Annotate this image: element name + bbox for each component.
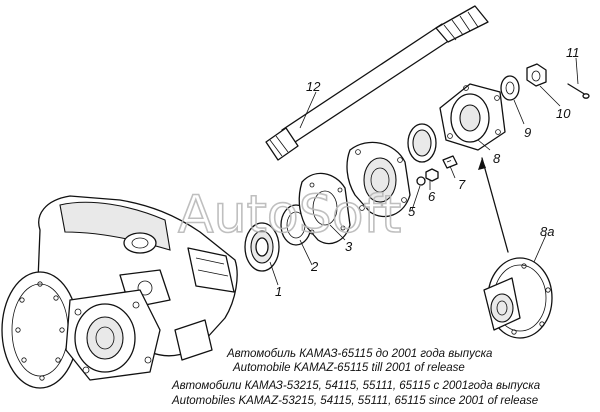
- callout-7: 7: [458, 177, 466, 192]
- callout-labels: 1 2 3 5 6 7 8 8a 9 10 11 12: [275, 45, 580, 299]
- part-8a-flange: [483, 257, 553, 339]
- callout-8a: 8a: [540, 224, 554, 239]
- callout-6: 6: [428, 189, 436, 204]
- callout-10: 10: [556, 106, 571, 121]
- callout-3: 3: [345, 239, 353, 254]
- part-6-nut: [425, 168, 439, 182]
- part-8-flange: [439, 83, 506, 151]
- part-10-castle-nut: [526, 63, 547, 87]
- caption-block: Автомобиль КАМАЗ-65115 до 2001 года выпу…: [171, 348, 540, 407]
- caption-line1-ru: Автомобиль КАМАЗ-65115 до 2001 года выпу…: [226, 348, 492, 360]
- caption-line1-en: Automobile KAMAZ-65115 till 2001 of rele…: [232, 362, 465, 374]
- caption-line2-en: Automobiles KAMAZ-53215, 54115, 55111, 6…: [171, 395, 538, 407]
- callout-2: 2: [310, 259, 319, 274]
- part-11-cotter-pin: [567, 83, 590, 99]
- watermark: AutoSoft: [178, 185, 401, 245]
- differential-housing: [1, 195, 238, 389]
- callout-1: 1: [275, 284, 282, 299]
- replacement-arrow: [478, 157, 509, 253]
- leader-lines: [269, 57, 579, 286]
- part-1-bearing: [244, 222, 280, 272]
- seal-ring: [407, 123, 437, 163]
- callout-11: 11: [566, 45, 580, 60]
- part-5-washer: [416, 176, 426, 186]
- caption-line2-ru: Автомобили КАМАЗ-53215, 54115, 55111, 65…: [171, 380, 540, 392]
- part-12-shaft: [265, 5, 489, 161]
- part-7-bolt: [442, 155, 458, 169]
- callout-8: 8: [493, 151, 501, 166]
- callout-12: 12: [306, 79, 321, 94]
- callout-9: 9: [524, 125, 531, 140]
- part-9-washer: [500, 75, 520, 101]
- bearing-cover: [346, 141, 411, 218]
- part-3-gasket: [298, 172, 351, 245]
- callout-5: 5: [408, 204, 416, 219]
